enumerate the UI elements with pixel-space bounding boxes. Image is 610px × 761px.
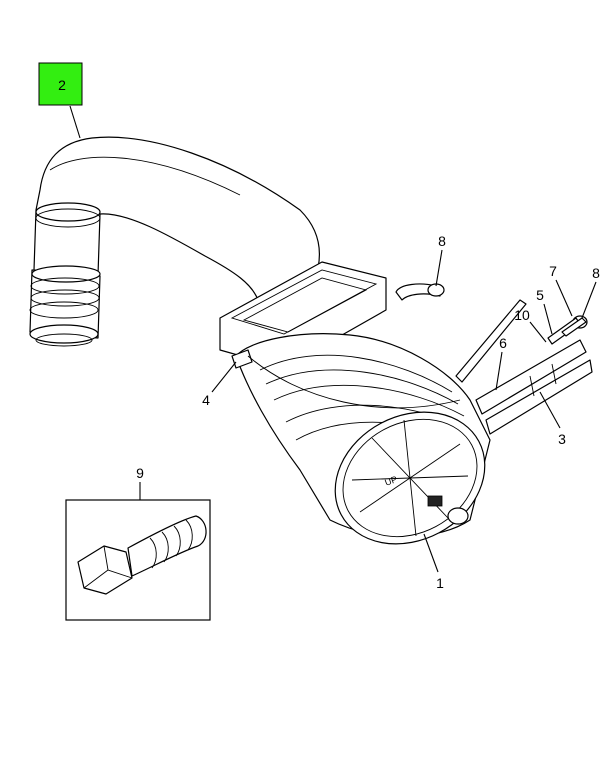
air-cleaner-housing: UP [219, 261, 491, 545]
mounting-bracket [475, 339, 593, 435]
bolt-detail [65, 499, 211, 621]
callout-6[interactable]: 6 [499, 335, 507, 351]
callout-10[interactable]: 10 [514, 307, 530, 323]
leader-1 [423, 533, 439, 573]
cover-up-marking: UP [383, 474, 398, 488]
callout-2[interactable]: 2 [58, 77, 66, 93]
intake-hose [29, 136, 321, 347]
label-plate [427, 495, 443, 507]
leader-5 [543, 303, 553, 335]
callout-8-right[interactable]: 8 [592, 265, 600, 281]
bolt-icon [77, 515, 207, 595]
rod-7 [561, 317, 587, 337]
leader-3 [539, 391, 561, 429]
callout-2-highlight[interactable] [38, 62, 83, 106]
callout-3[interactable]: 3 [558, 431, 566, 447]
callout-1[interactable]: 1 [436, 575, 444, 591]
leader-6 [495, 351, 503, 391]
callout-4[interactable]: 4 [202, 392, 210, 408]
leader-lines [69, 105, 597, 573]
leader-8a [435, 249, 443, 287]
fitting-top [395, 283, 445, 301]
strap [455, 299, 527, 383]
leader-2 [69, 105, 81, 139]
callout-9[interactable]: 9 [136, 465, 144, 481]
leader-10 [529, 321, 547, 343]
callout-7[interactable]: 7 [549, 263, 557, 279]
callout-5[interactable]: 5 [536, 287, 544, 303]
leader-8b [581, 281, 597, 319]
leader-7 [555, 279, 573, 317]
callout-8-top[interactable]: 8 [438, 233, 446, 249]
leader-4 [211, 361, 237, 393]
